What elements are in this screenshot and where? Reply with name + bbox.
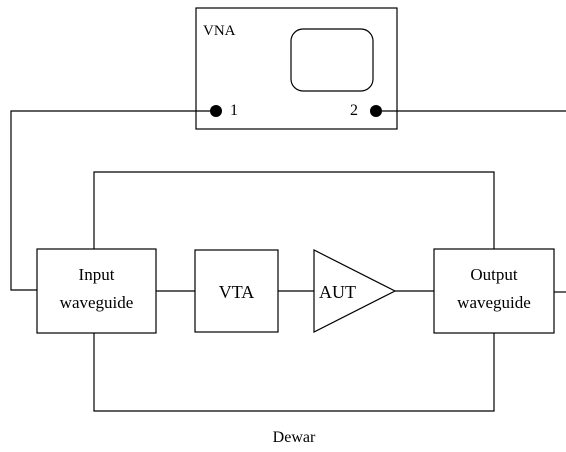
vna-screen	[290, 28, 374, 92]
vna-label: VNA	[203, 23, 236, 39]
cable-port1-to-input	[10, 110, 210, 291]
output-waveguide-label-line2: waveguide	[457, 293, 531, 312]
aut-label: AUT	[319, 282, 356, 302]
vta-label: VTA	[218, 282, 255, 302]
port-2-connector	[370, 105, 382, 117]
vta-block	[194, 249, 279, 333]
input-waveguide-label-line2: waveguide	[59, 293, 134, 312]
dewar-top-line	[93, 171, 495, 249]
dewar-bottom-line	[93, 333, 495, 412]
dewar-label: Dewar	[272, 429, 316, 446]
port-2-label: 2	[350, 102, 358, 119]
port-1-label: 1	[230, 102, 238, 119]
port-1-connector	[210, 105, 222, 117]
input-waveguide-label-line1: Input	[78, 265, 115, 284]
output-waveguide-block	[433, 248, 555, 334]
input-waveguide-block	[36, 248, 157, 334]
output-waveguide-label-line1: Output	[470, 265, 518, 284]
